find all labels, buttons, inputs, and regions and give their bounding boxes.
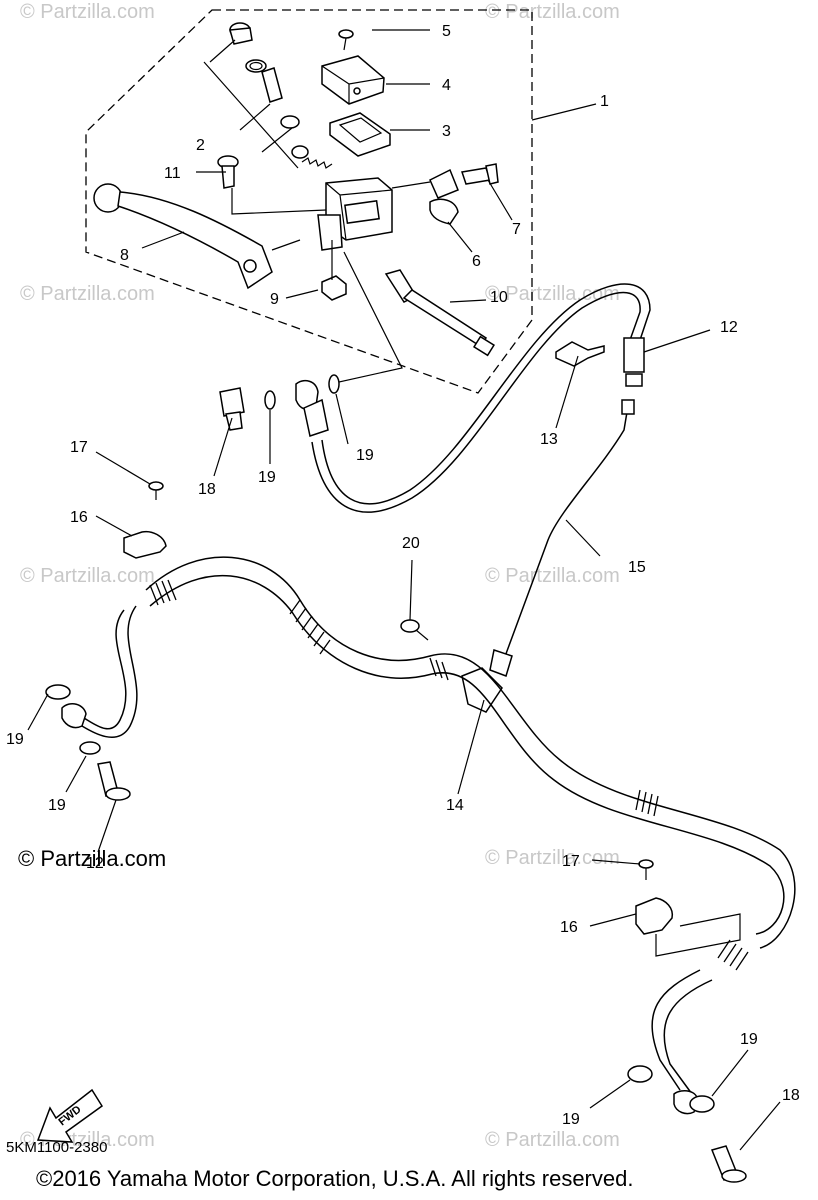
callout-12: 12 (86, 855, 104, 872)
hose-clip-left (123, 481, 167, 559)
callout-3: 3 (442, 123, 451, 140)
callout-20: 20 (402, 535, 420, 552)
left-banjo-fitting (45, 684, 131, 801)
callout-9: 9 (270, 291, 279, 308)
callout-19: 19 (740, 1031, 758, 1048)
screw (338, 29, 354, 51)
piston-kit (229, 22, 333, 169)
assembly-boundary (85, 9, 533, 394)
callout-18: 18 (782, 1087, 800, 1104)
callout-17: 17 (562, 853, 580, 870)
partzilla-stamp: © Partzilla.com (18, 846, 166, 871)
callout-16: 16 (70, 509, 88, 526)
watermark-text: © Partzilla.com (485, 283, 620, 305)
callout-19: 19 (48, 797, 66, 814)
callout-8: 8 (120, 247, 129, 264)
hose-bracket (555, 341, 605, 367)
callout-19: 19 (258, 469, 276, 486)
callout-18: 18 (198, 481, 216, 498)
nut (321, 240, 347, 301)
upper-banjo-connection (219, 374, 340, 437)
callout-6: 6 (472, 253, 481, 270)
callout-7: 7 (512, 221, 521, 238)
clamp-bolt (461, 163, 499, 185)
callout-19: 19 (6, 731, 24, 748)
callout-labels: 5 4 3 1 2 11 7 8 6 9 10 12 13 17 18 19 1… (6, 23, 800, 1128)
watermark-text: © Partzilla.com (485, 1129, 620, 1151)
leader-lines (27, 29, 781, 1151)
watermark-layer: © Partzilla.com © Partzilla.com © Partzi… (20, 1, 620, 1151)
hose-fitting (623, 337, 645, 387)
right-banjo-fitting (627, 1065, 747, 1183)
upper-brake-hose (321, 283, 651, 505)
callout-4: 4 (442, 77, 451, 94)
handlebar-clamp (429, 168, 459, 225)
watermark-text: © Partzilla.com (20, 283, 155, 305)
callout-15: 15 (628, 559, 646, 576)
callout-12: 12 (720, 319, 738, 336)
watermark-text: © Partzilla.com (20, 565, 155, 587)
watermark-text: © Partzilla.com (20, 1, 155, 23)
copyright-footer: ©2016 Yamaha Motor Corporation, U.S.A. A… (36, 1166, 633, 1191)
joint-bolt (400, 619, 429, 641)
hose-clip-right (635, 859, 741, 957)
lower-brake-hose (145, 556, 796, 949)
diaphragm (329, 112, 391, 157)
callout-13: 13 (540, 431, 558, 448)
callout-5: 5 (442, 23, 451, 40)
watermark-text: © Partzilla.com (485, 1, 620, 23)
hose-corrugation (149, 579, 749, 971)
reservoir-cap (321, 55, 385, 105)
callout-14: 14 (446, 797, 464, 814)
watermark-text: © Partzilla.com (485, 565, 620, 587)
callout-16: 16 (560, 919, 578, 936)
callout-11: 11 (164, 165, 181, 182)
master-cylinder-group (93, 22, 499, 385)
callout-1: 1 (600, 93, 609, 110)
callout-10: 10 (490, 289, 508, 306)
callout-2: 2 (196, 137, 205, 154)
brake-light-switch (384, 269, 495, 357)
callout-19: 19 (356, 447, 374, 464)
callout-17: 17 (70, 439, 88, 456)
diagram-code: 5KM1100-2380 (6, 1139, 107, 1156)
callout-19: 19 (562, 1111, 580, 1128)
brake-lever (93, 183, 273, 290)
watermark-text: © Partzilla.com (485, 847, 620, 869)
brake-pipe (499, 405, 629, 671)
